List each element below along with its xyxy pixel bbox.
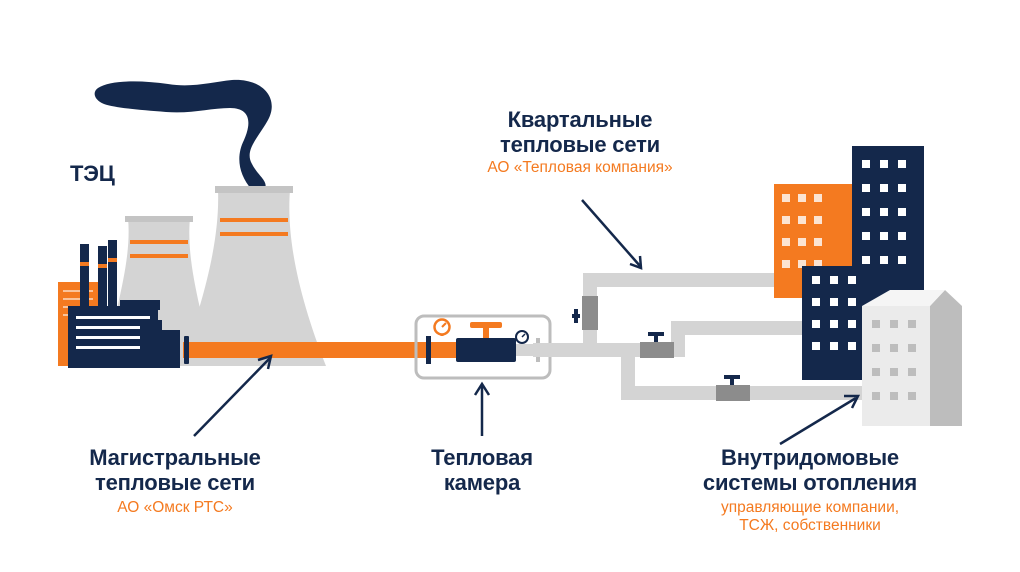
building-window bbox=[890, 392, 898, 400]
building-window bbox=[872, 368, 880, 376]
building-window bbox=[798, 260, 806, 268]
building-window bbox=[814, 194, 822, 202]
building-window bbox=[830, 320, 838, 328]
building-window bbox=[872, 320, 880, 328]
building-gray bbox=[862, 290, 962, 426]
building-window bbox=[848, 320, 856, 328]
main-heat-pipe bbox=[183, 342, 433, 358]
building-window bbox=[890, 344, 898, 352]
building-window bbox=[782, 216, 790, 224]
building-window bbox=[862, 232, 870, 240]
building-window bbox=[898, 232, 906, 240]
building-window bbox=[812, 298, 820, 306]
heat-chamber-title-line2: камера bbox=[443, 469, 521, 495]
main-networks-title-line2: тепловые сети bbox=[95, 469, 255, 495]
building-window bbox=[814, 238, 822, 246]
building-window bbox=[782, 194, 790, 202]
building-window bbox=[862, 160, 870, 168]
building-window bbox=[862, 184, 870, 192]
building-window bbox=[880, 184, 888, 192]
pipe-valves bbox=[572, 296, 750, 401]
quarter-networks-label: Квартальные тепловые сети АО «Тепловая к… bbox=[450, 107, 710, 177]
heat-chamber-title-line1: Тепловая bbox=[431, 445, 533, 470]
in-house-systems-operator-line1: управляющие компании, bbox=[720, 499, 900, 517]
building-window bbox=[848, 342, 856, 350]
tec-label: ТЭЦ bbox=[70, 161, 150, 187]
smoke bbox=[94, 79, 272, 190]
power-plant-building bbox=[58, 240, 180, 368]
building-window bbox=[890, 368, 898, 376]
building-window bbox=[898, 184, 906, 192]
quarter-networks-operator: АО «Тепловая компания» bbox=[487, 159, 673, 177]
building-window bbox=[782, 238, 790, 246]
building-window bbox=[814, 260, 822, 268]
building-window bbox=[908, 368, 916, 376]
building-window bbox=[830, 276, 838, 284]
building-window bbox=[880, 160, 888, 168]
building-window bbox=[898, 160, 906, 168]
building-window bbox=[812, 320, 820, 328]
in-house-systems-label: Внутридомовые системы отопления управляю… bbox=[670, 445, 950, 534]
heat-chamber-label: Тепловая камера bbox=[400, 445, 564, 495]
building-window bbox=[812, 276, 820, 284]
building-window bbox=[890, 320, 898, 328]
in-house-systems-title-line2: системы отопления bbox=[702, 469, 918, 495]
building-window bbox=[798, 238, 806, 246]
building-window bbox=[880, 208, 888, 216]
building-window bbox=[908, 320, 916, 328]
heat-chamber bbox=[414, 314, 552, 380]
quarter-networks-title-line2: тепловые сети bbox=[500, 131, 660, 157]
building-window bbox=[848, 276, 856, 284]
building-window bbox=[898, 208, 906, 216]
quarter-networks-title-line1: Квартальные bbox=[507, 107, 653, 132]
in-house-systems-title-line1: Внутридомовые bbox=[721, 445, 899, 470]
building-window bbox=[848, 298, 856, 306]
building-window bbox=[812, 342, 820, 350]
building-window bbox=[872, 344, 880, 352]
main-networks-label: Магистральные тепловые сети АО «Омск РТС… bbox=[50, 445, 300, 517]
building-window bbox=[782, 260, 790, 268]
main-networks-operator: АО «Омск РТС» bbox=[117, 499, 233, 517]
pointer-arrows bbox=[193, 199, 861, 446]
building-window bbox=[798, 194, 806, 202]
building-window bbox=[814, 216, 822, 224]
building-window bbox=[862, 256, 870, 264]
building-window bbox=[798, 216, 806, 224]
building-window bbox=[880, 256, 888, 264]
building-window bbox=[898, 256, 906, 264]
cooling-tower-large bbox=[180, 186, 326, 366]
building-window bbox=[872, 392, 880, 400]
pipe-flange bbox=[184, 336, 189, 364]
in-house-systems-operator-line2: ТСЖ, собственники bbox=[739, 516, 881, 534]
tec-title: ТЭЦ bbox=[70, 161, 115, 186]
building-window bbox=[830, 342, 838, 350]
building-window bbox=[880, 232, 888, 240]
building-window bbox=[830, 298, 838, 306]
main-networks-title-line1: Магистральные bbox=[89, 445, 261, 470]
building-window bbox=[908, 344, 916, 352]
building-window bbox=[862, 208, 870, 216]
building-window bbox=[908, 392, 916, 400]
